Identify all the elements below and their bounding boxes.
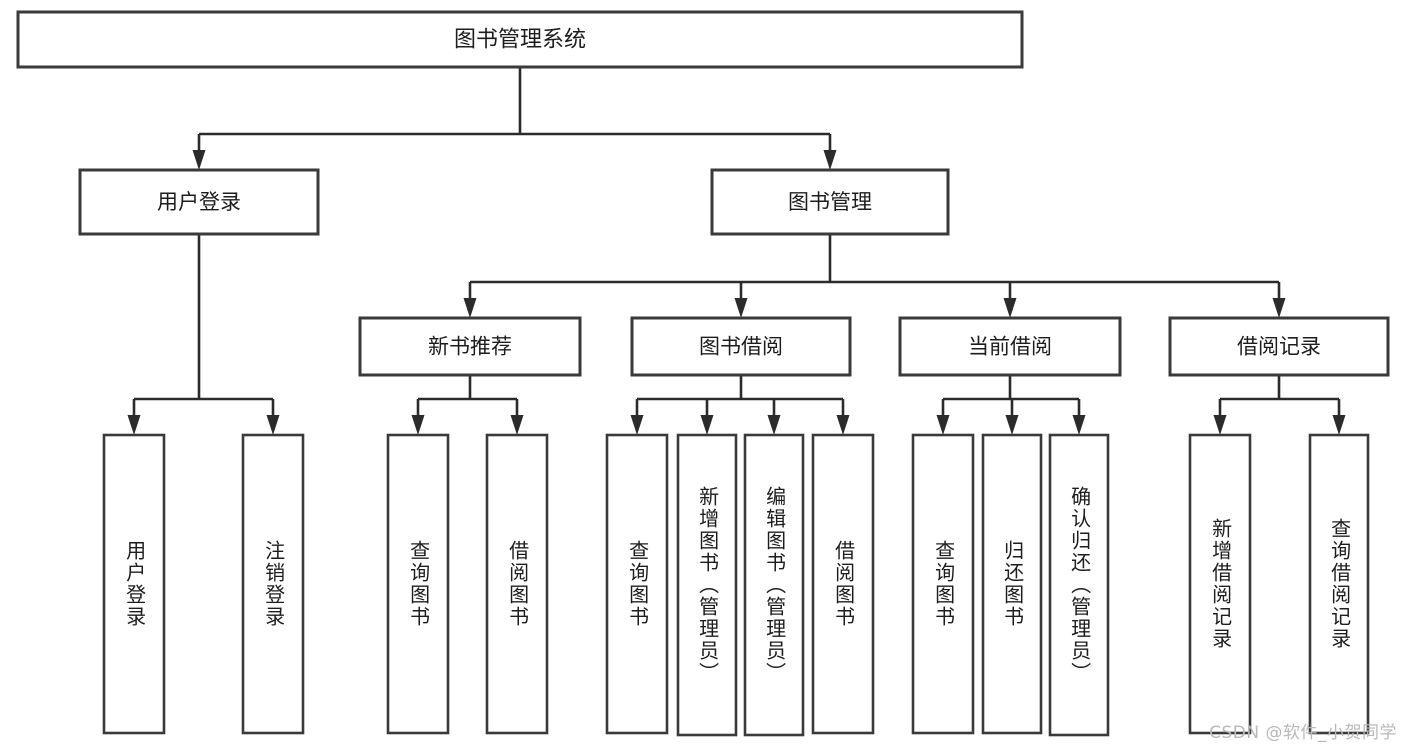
node-leaf-query-book-3[interactable] xyxy=(911,433,975,735)
node-leaf-edit-book-admin[interactable] xyxy=(743,433,805,737)
node-box xyxy=(1168,316,1390,377)
node-box xyxy=(358,316,582,377)
node-box xyxy=(1308,433,1370,735)
node-label: 图书借阅 xyxy=(699,335,783,359)
arrow-head-icon xyxy=(936,415,950,435)
edge-group-borrow-record xyxy=(1213,375,1346,435)
node-box xyxy=(911,433,975,735)
node-box xyxy=(78,168,320,236)
edge-group-book-borrow xyxy=(630,375,850,435)
arrow-head-icon xyxy=(1005,415,1019,435)
node-borrow-record[interactable]: 借阅记录 xyxy=(1168,316,1390,377)
node-box xyxy=(16,10,1024,69)
node-label: 当前借阅 xyxy=(968,335,1052,359)
node-box xyxy=(630,316,852,377)
edge-group-root xyxy=(192,67,837,170)
arrow-head-icon xyxy=(700,415,714,435)
node-box xyxy=(485,433,549,735)
node-box xyxy=(386,433,450,735)
node-box xyxy=(898,316,1122,377)
node-book-manage[interactable]: 图书管理 xyxy=(710,168,950,236)
arrow-head-icon xyxy=(1272,298,1286,318)
edge-group-current-borrow xyxy=(936,375,1086,435)
node-leaf-confirm-return-admin[interactable] xyxy=(1048,433,1110,737)
node-box xyxy=(102,433,166,735)
arrow-head-icon xyxy=(510,415,524,435)
arrow-head-icon xyxy=(1003,298,1017,318)
node-box xyxy=(1188,433,1252,735)
node-leaf-add-book-admin[interactable] xyxy=(676,433,738,737)
arrow-head-icon xyxy=(411,415,425,435)
node-user-login[interactable]: 用户登录 xyxy=(78,168,320,236)
node-leaf-query-book-2[interactable] xyxy=(605,433,669,735)
arrow-head-icon xyxy=(463,298,477,318)
node-leaf-logout[interactable] xyxy=(241,433,305,735)
arrow-head-icon xyxy=(266,415,280,435)
arrow-head-icon xyxy=(192,150,206,170)
edge-group-new-book-recommend xyxy=(411,375,524,435)
node-leaf-borrow-book-1[interactable] xyxy=(485,433,549,735)
node-label: 图书管理 xyxy=(788,190,872,214)
arrow-head-icon xyxy=(836,415,850,435)
node-box xyxy=(1048,433,1110,737)
node-label: 新书推荐 xyxy=(428,335,512,359)
arrow-head-icon xyxy=(1072,415,1086,435)
arrow-head-icon xyxy=(127,415,141,435)
arrow-head-icon xyxy=(767,415,781,435)
node-box xyxy=(811,433,875,735)
node-book-borrow[interactable]: 图书借阅 xyxy=(630,316,852,377)
node-label: 图书管理系统 xyxy=(454,28,586,53)
node-leaf-return-book[interactable] xyxy=(981,433,1043,735)
node-box xyxy=(241,433,305,735)
node-root[interactable]: 图书管理系统 xyxy=(16,10,1024,69)
node-label: 用户登录 xyxy=(157,190,241,214)
node-box xyxy=(710,168,950,236)
node-box xyxy=(743,433,805,737)
arrow-head-icon xyxy=(734,298,748,318)
node-leaf-borrow-book-2[interactable] xyxy=(811,433,875,735)
arrow-head-icon xyxy=(1332,415,1346,435)
watermark-text: CSDN @软件_小贺同学 xyxy=(1209,723,1397,743)
connector-layer xyxy=(127,67,1346,435)
node-leaf-user-login[interactable] xyxy=(102,433,166,735)
edge-group-user-login xyxy=(127,234,280,435)
edge-group-book-manage xyxy=(463,234,1286,318)
node-box xyxy=(981,433,1043,735)
node-current-borrow[interactable]: 当前借阅 xyxy=(898,316,1122,377)
node-leaf-query-borrow-record[interactable] xyxy=(1308,433,1370,735)
node-new-book-recommend[interactable]: 新书推荐 xyxy=(358,316,582,377)
node-label: 借阅记录 xyxy=(1237,335,1321,359)
arrow-head-icon xyxy=(1213,415,1227,435)
node-box xyxy=(676,433,738,737)
node-box xyxy=(605,433,669,735)
arrow-head-icon xyxy=(630,415,644,435)
arrow-head-icon xyxy=(823,150,837,170)
node-leaf-add-borrow-record[interactable] xyxy=(1188,433,1252,735)
node-leaf-query-book-1[interactable] xyxy=(386,433,450,735)
